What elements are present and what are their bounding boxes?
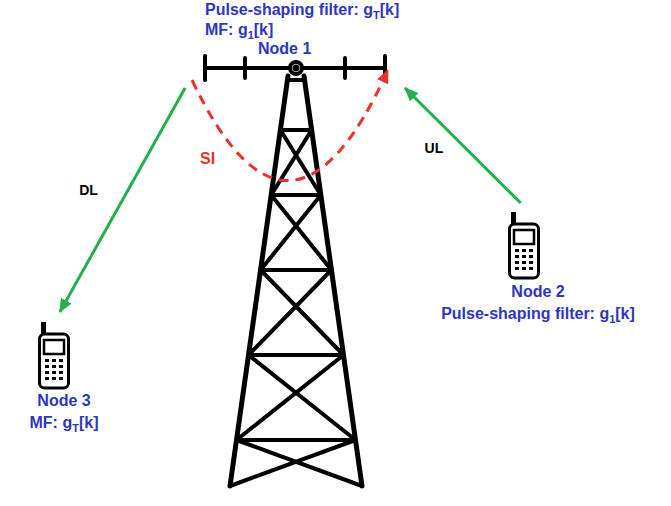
node-text: Node 3 [8,392,120,410]
node-text: MF: g1[k] [205,21,273,39]
interference-label: SI [198,150,217,168]
node-group: Node 3 MF: gT[k] [8,312,120,436]
node-text: Node 2 [409,283,667,301]
link-arrow [405,88,521,203]
node-text: Pulse-shaping filter: gT[k] [205,1,399,19]
node-group: Pulse-shaping filter: gT[k] MF: g1[k]Node… [180,0,480,88]
si-arc [192,70,388,181]
node-text: MF: gT[k] [8,414,120,432]
node-text: Pulse-shaping filter: g1[k] [409,305,667,323]
node-group: Node 2 Pulse-shaping filter: g1[k] [409,203,667,329]
tower [205,56,385,486]
link-label: DL [77,182,100,198]
phone-icon [510,212,539,278]
link-label: UL [423,140,446,156]
node-name: Node 1 [258,40,311,58]
link-arrow [60,88,185,312]
phone-icon [40,322,69,388]
